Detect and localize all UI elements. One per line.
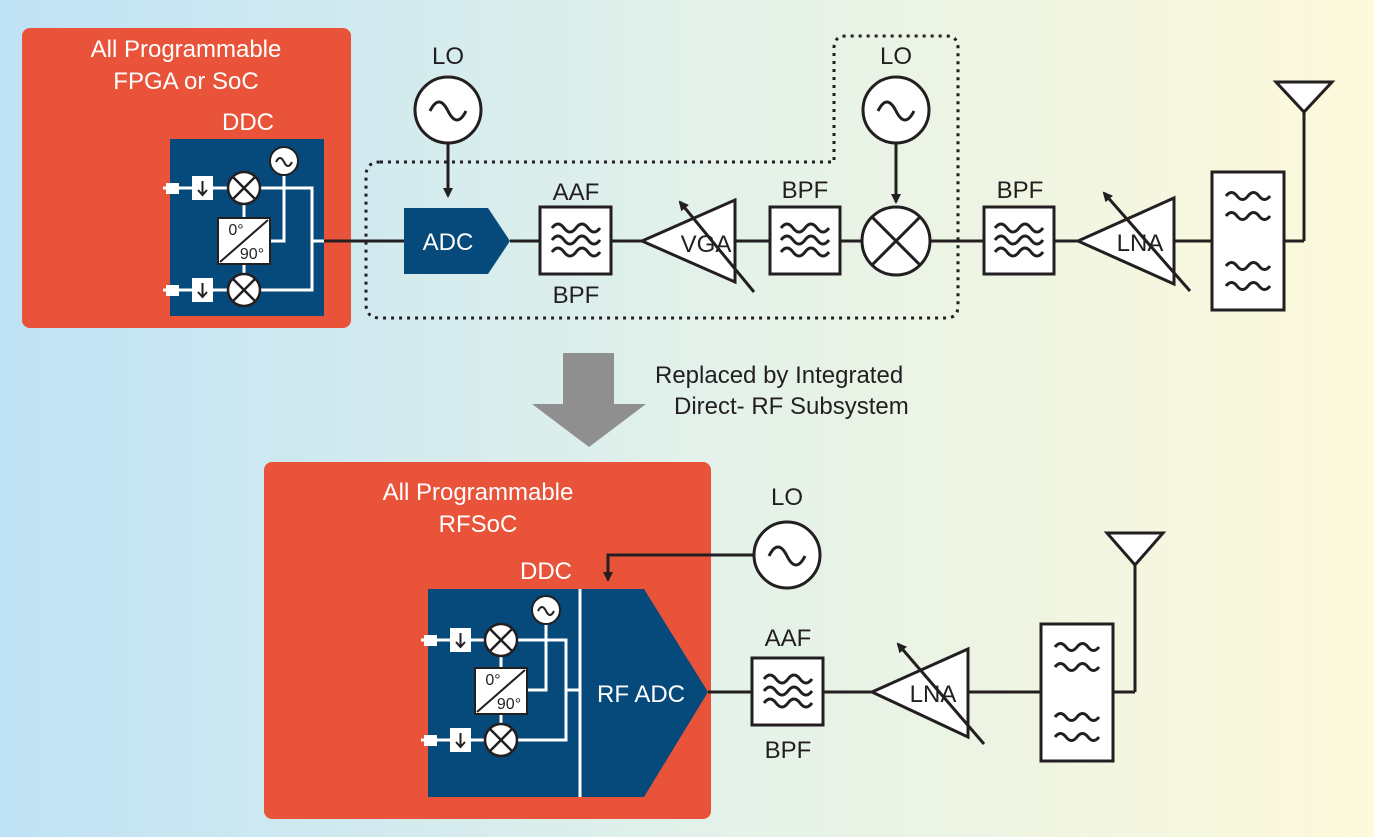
svg-text:90°: 90° [497,696,521,713]
mixer-icon [226,170,262,206]
fpga-title-line2: FPGA or SoC [113,68,258,95]
decimator-icon [192,278,213,302]
mixer-icon [483,722,519,758]
preselector-filter-bank [1039,622,1115,763]
rf-adc-label: RF ADC [597,681,685,708]
aaf-filter-icon [538,205,613,276]
lo-oscillator-icon [752,520,822,590]
top-bpf2-label: BPF [997,177,1044,204]
svg-text:0°: 0° [228,222,243,239]
bottom-diagram: All Programmable RFSoC DDC RF ADC [264,462,1167,819]
top-aaf-bpf-label: BPF [553,282,600,309]
bottom-lna-label: LNA [910,681,957,708]
rfsoc-title-line2: RFSoC [439,511,518,538]
top-lna-label: LNA [1117,230,1164,257]
antenna-icon [1103,531,1167,568]
phase-shifter: 0° 90° [474,667,528,715]
lna-amplifier: LNA [868,642,986,745]
svg-text:90°: 90° [240,246,264,263]
bpf-filter-icon [768,205,842,276]
nco-icon [531,595,561,625]
bpf-filter-icon [982,205,1056,276]
bottom-aaf-label: AAF [765,625,812,652]
bottom-bpf-label: BPF [765,737,812,764]
bottom-lo-label: LO [771,484,803,511]
antenna-icon [1272,80,1336,115]
nco-icon [269,146,299,176]
lna-amplifier: LNA [1074,191,1192,292]
bottom-ddc-label: DDC [520,558,572,585]
top-ddc-label: DDC [222,109,274,136]
decimator-icon [450,628,471,652]
top-vga-label: VGA [681,231,732,258]
mixer-icon [860,205,932,277]
top-adc-block [404,208,510,274]
preselector-filter-bank [1210,170,1286,312]
top-lo2-label: LO [880,43,912,70]
top-diagram: All Programmable FPGA or SoC DDC [22,28,1336,328]
top-adc-label: ADC [423,229,474,256]
svg-text:0°: 0° [485,672,500,689]
fpga-title-line1: All Programmable [91,36,282,63]
lo-oscillator-icon [861,75,931,145]
decimator-icon [192,176,213,200]
phase-shifter: 0° 90° [217,217,271,265]
top-bpf1-label: BPF [782,177,829,204]
transition-line1: Replaced by Integrated [655,362,903,389]
decimator-icon [450,728,471,752]
top-lo1-label: LO [432,43,464,70]
aaf-filter-icon [750,656,825,727]
lo-oscillator-icon [413,75,483,145]
mixer-icon [226,272,262,308]
top-aaf-label: AAF [553,179,600,206]
rfsoc-title-line1: All Programmable [383,479,574,506]
vga-amplifier: VGA [638,197,756,293]
mixer-icon [483,622,519,658]
transition-line2: Direct- RF Subsystem [674,393,909,420]
down-arrow-icon [532,353,646,447]
